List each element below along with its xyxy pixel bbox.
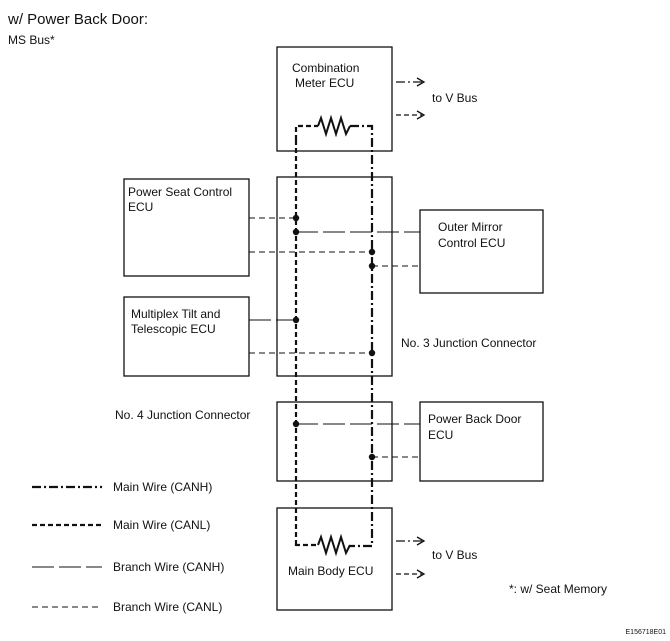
splice-dot [368, 349, 376, 357]
main-body-ecu-box [276, 507, 393, 611]
branch-wires-canh [249, 231, 420, 425]
to-v-bus-label-bottom: to V Bus [432, 548, 477, 562]
multiplex-tilt-label-2: Telescopic ECU [131, 322, 216, 336]
multiplex-tilt-label-1: Multiplex Tilt and [131, 307, 220, 321]
splice-dot [368, 262, 376, 270]
power-back-door-ecu-box [419, 401, 544, 482]
power-seat-label-2: ECU [128, 200, 153, 214]
combination-meter-label-1: Combination [292, 61, 359, 75]
figure-id: E156718E01 [626, 629, 667, 636]
multiplex-tilt-telescopic-ecu-box [123, 296, 250, 377]
power-back-door-label-1: Power Back Door [428, 412, 521, 426]
footnote: *: w/ Seat Memory [509, 582, 607, 596]
no4-junction-connector-box [276, 401, 393, 482]
to-v-bus-label-top: to V Bus [432, 91, 477, 105]
legend-branch-canh-label: Branch Wire (CANH) [113, 560, 224, 574]
branch-wires-canl [249, 217, 420, 458]
power-back-door-label-2: ECU [428, 428, 453, 442]
no3-junction-connector-label: No. 3 Junction Connector [401, 336, 536, 350]
splice-dot [368, 453, 376, 461]
combination-meter-ecu-box [276, 46, 393, 152]
main-body-ecu-label: Main Body ECU [288, 564, 373, 578]
splice-dot [292, 420, 300, 428]
outer-mirror-control-ecu-box [419, 209, 544, 294]
diagram-title: w/ Power Back Door: [7, 11, 148, 28]
main-wire-canh-trunk [350, 124, 374, 548]
main-wire-canl-trunk [294, 124, 318, 547]
legend-main-canl-label: Main Wire (CANL) [113, 518, 210, 532]
outer-mirror-label-2: Control ECU [438, 236, 505, 250]
splice-dot [292, 316, 300, 324]
legend-main-canh-label: Main Wire (CANH) [113, 480, 212, 494]
resistor-bottom-icon [317, 533, 351, 557]
v-bus-arrows-bottom [396, 536, 426, 579]
power-seat-control-ecu-box [123, 178, 250, 277]
splice-dot [368, 248, 376, 256]
splice-dot [292, 214, 300, 222]
outer-mirror-label-1: Outer Mirror [438, 220, 503, 234]
legend-branch-canl-label: Branch Wire (CANL) [113, 600, 222, 614]
resistor-top-icon [317, 114, 351, 138]
combination-meter-label-2: Meter ECU [295, 76, 354, 90]
diagram-subtitle: MS Bus* [8, 33, 55, 47]
v-bus-arrows-top [396, 77, 426, 120]
no3-junction-connector-box [276, 176, 393, 377]
power-seat-label-1: Power Seat Control [128, 185, 232, 199]
splice-dot [292, 228, 300, 236]
no4-junction-connector-label: No. 4 Junction Connector [115, 408, 250, 422]
